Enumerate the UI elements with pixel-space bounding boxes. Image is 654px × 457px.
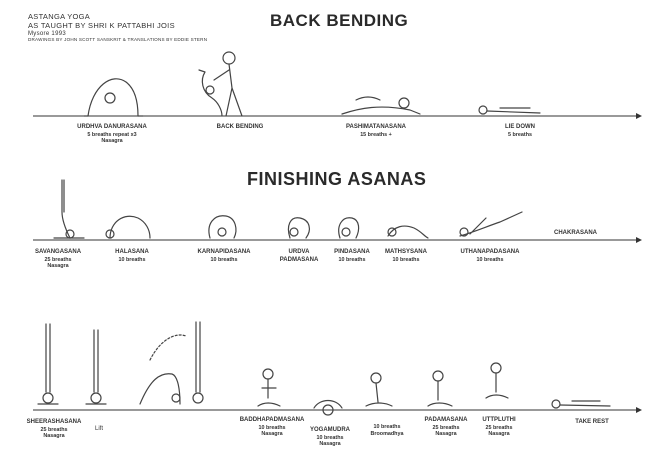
row3-arrow-icon (636, 407, 642, 413)
header-credits: DRAWINGS BY JOHN SCOTT SANSKRIT & TRANSL… (28, 37, 208, 42)
mathsysana-figure (387, 225, 429, 239)
label-chakrasana: CHAKRASANA (554, 230, 597, 236)
header-place: Mysore 1993 (28, 31, 66, 37)
lie-down-figure (478, 105, 541, 115)
finishing-asanas-heading: FINISHING ASANAS (247, 169, 427, 189)
karnapidasana-figure (208, 215, 237, 239)
baddhapadmasana-figure (257, 368, 281, 407)
label-lift: Lift (94, 426, 104, 432)
urdhva-danurasana-figure (83, 78, 144, 117)
urdva-padmasana-figure (287, 217, 310, 239)
broomadhya-figure (365, 372, 393, 407)
header-title: ASTANGA YOGA (28, 12, 91, 21)
lift-sequence-figure (139, 321, 204, 405)
back-bending-heading: BACK BENDING (270, 11, 409, 30)
pashimatanasana-figure (341, 96, 421, 115)
uttpluthi-figure (485, 362, 509, 399)
savangasana-figure (53, 179, 85, 239)
row1-arrow-icon (636, 113, 642, 119)
halasana-figure (105, 215, 151, 239)
take-rest-figure (551, 399, 611, 409)
back-bending-figure (198, 51, 243, 117)
row2-arrow-icon (636, 237, 642, 243)
uthanapadasana-figure (459, 211, 523, 237)
header-subtitle: AS TAUGHT BY SHRI K PATTABHI JOIS (28, 21, 175, 30)
padamasana-figure (427, 370, 453, 407)
pindasana-figure (338, 217, 360, 239)
label-take-rest: TAKE REST (575, 419, 609, 425)
lift-figure (85, 329, 107, 405)
sheerashasana-figure (37, 323, 59, 405)
yogamudra-figure (313, 399, 343, 416)
label-back-bending: BACK BENDING (216, 124, 264, 130)
